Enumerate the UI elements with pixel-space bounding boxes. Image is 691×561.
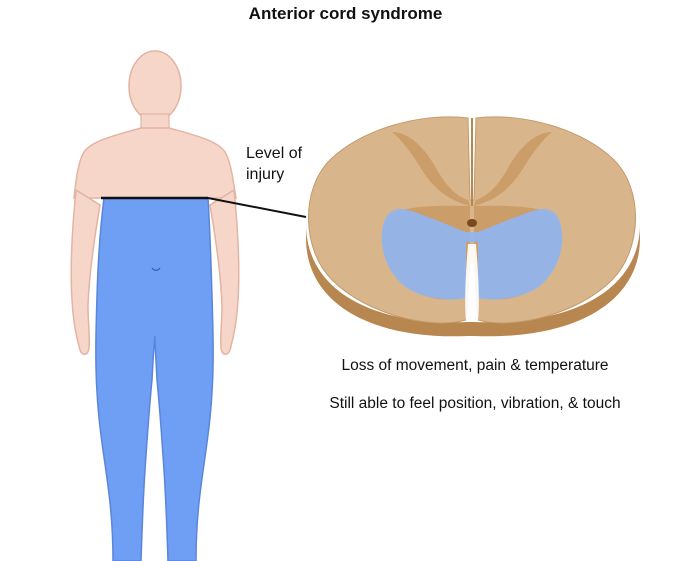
diagram-title: Anterior cord syndrome — [248, 4, 443, 23]
head — [128, 50, 182, 122]
level-of-injury-label: Level of injury — [246, 143, 326, 185]
upper-torso — [73, 127, 237, 199]
body-figure — [70, 50, 307, 561]
left-arm — [70, 188, 101, 355]
cord-affected-region — [381, 208, 563, 300]
level-label-line-1: Level of — [246, 145, 303, 162]
right-arm — [209, 188, 240, 355]
navel — [151, 267, 161, 271]
level-label-line-2: injury — [246, 166, 285, 183]
affected-lower-body — [95, 197, 214, 561]
injury-pointer-line — [207, 197, 307, 218]
caption-preserved-functions: Still able to feel position, vibration, … — [329, 395, 621, 412]
spinal-cord-cross-section — [306, 116, 640, 337]
central-canal — [467, 219, 477, 227]
anterior-median-fissure — [465, 244, 479, 322]
caption-lost-functions: Loss of movement, pain & temperature — [341, 357, 609, 374]
